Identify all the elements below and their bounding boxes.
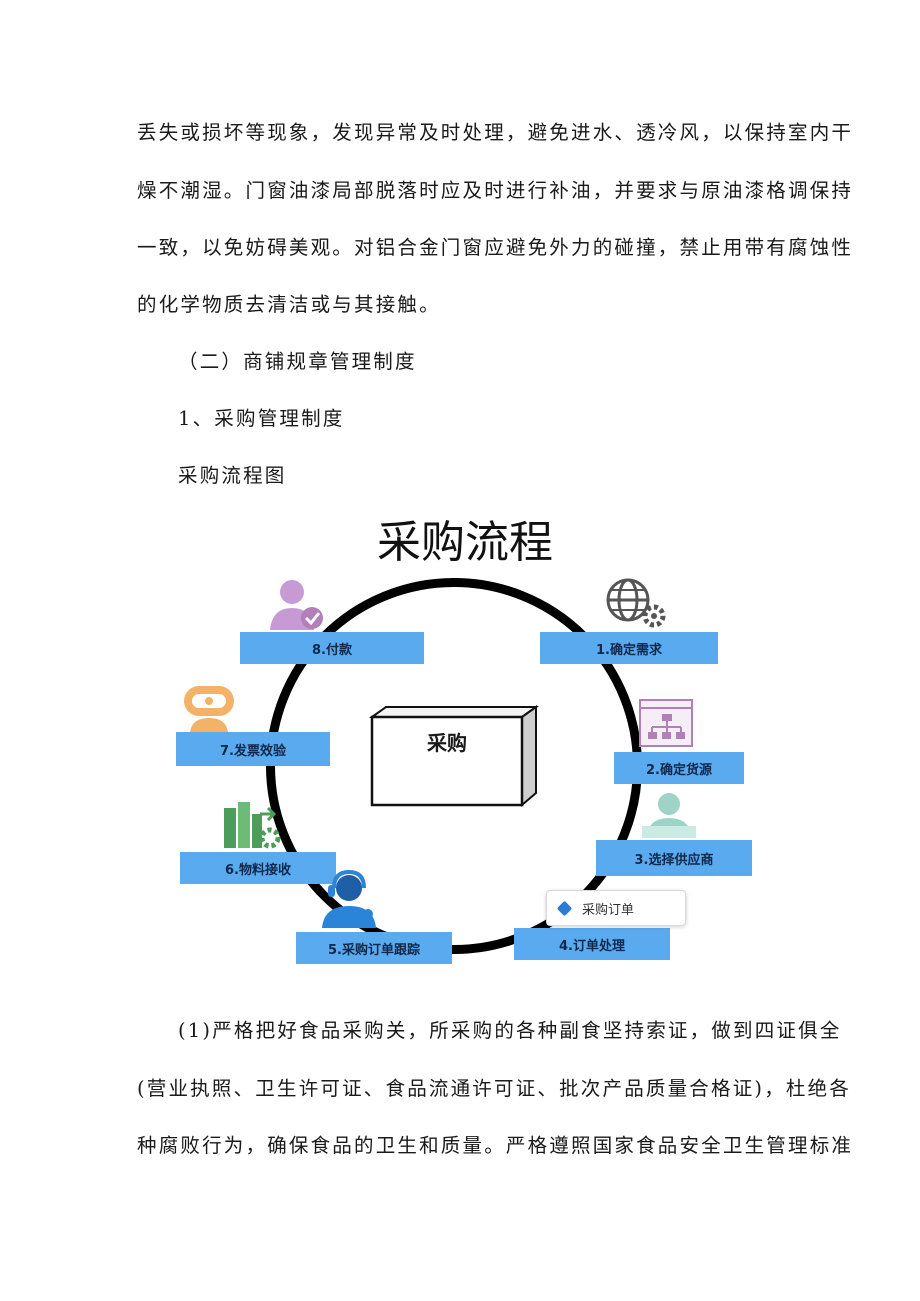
step-6: 6.物料接收 — [180, 852, 336, 884]
step-2: 2.确定货源 — [614, 752, 744, 784]
center-box — [368, 705, 540, 808]
section-heading: （二）商铺规章管理制度 — [178, 350, 417, 373]
support-agent-icon — [322, 869, 376, 928]
step-5: 5.采购订单跟踪 — [296, 932, 452, 964]
globe-gear-icon — [606, 578, 666, 628]
paragraph-line-4: 的化学物质去清洁或与其接触。 — [137, 293, 441, 316]
user-monitor-icon — [642, 793, 696, 838]
figure-caption: 采购流程图 — [178, 464, 287, 487]
user-check-icon — [270, 580, 323, 630]
center-label: 采购 — [427, 731, 467, 755]
body-line-3: 种腐败行为，确保食品的卫生和质量。严格遵照国家食品安全卫生管理标准 — [137, 1134, 854, 1157]
subsection-heading: 1、采购管理制度 — [178, 407, 345, 430]
step-3: 3.选择供应商 — [596, 840, 752, 876]
step-1: 1.确定需求 — [540, 632, 718, 664]
purchase-order-card: 采购订单 — [546, 890, 686, 926]
purchase-order-card-label: 采购订单 — [582, 902, 635, 918]
paragraph-line-1: 丢失或损坏等现象，发现异常及时处理，避免进水、透冷风，以保持室内干 — [137, 121, 854, 144]
step-7: 7.发票效验 — [176, 732, 330, 766]
sitemap-window-icon — [639, 699, 693, 747]
invoice-robot-icon — [184, 686, 234, 732]
step-4: 4.订单处理 — [514, 928, 670, 960]
step-8: 8.付款 — [240, 632, 424, 664]
procurement-flow-diagram: 采购流程 采购 1.确定需求 2.确定货源 3.选择供应商 4.订单处理 5.采… — [170, 500, 760, 970]
paragraph-line-3: 一致，以免妨碍美观。对铝合金门窗应避免外力的碰撞，禁止用带有腐蚀性 — [137, 236, 854, 259]
paragraph-line-2: 燥不潮湿。门窗油漆局部脱落时应及时进行补油，并要求与原油漆格调保持 — [137, 179, 854, 202]
diagram-title: 采购流程 — [377, 517, 553, 568]
buildings-gear-icon — [224, 802, 281, 849]
body-line-2: (营业执照、卫生许可证、食品流通许可证、批次产品质量合格证)，杜绝各 — [137, 1077, 852, 1100]
order-diamond-icon — [556, 900, 573, 916]
body-line-1: (1)严格把好食品采购关，所采购的各种副食坚持索证，做到四证俱全 — [178, 1019, 842, 1042]
